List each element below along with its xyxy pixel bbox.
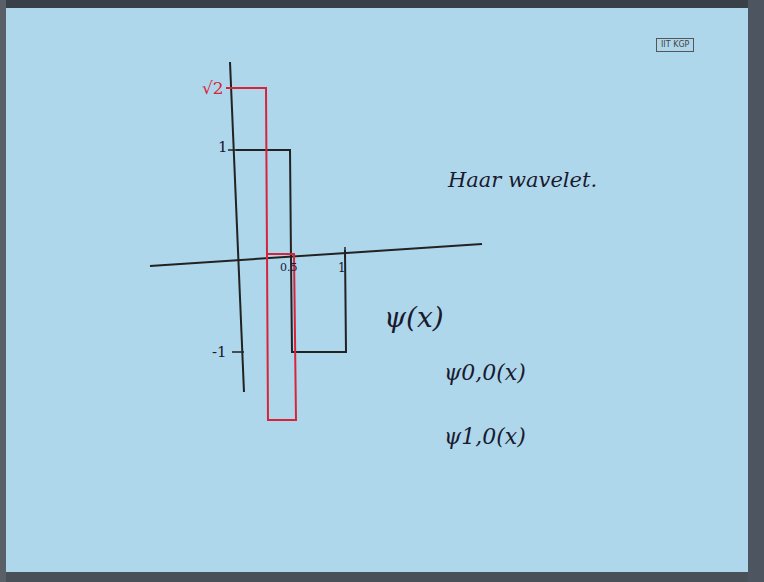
photo-edge	[748, 0, 764, 582]
title-note: Haar wavelet.	[448, 170, 597, 191]
tick	[226, 87, 236, 89]
axis-value: √2	[202, 80, 224, 97]
tick	[232, 351, 244, 353]
scaled-wavelet-curve	[228, 88, 296, 420]
axis-value: -1	[212, 345, 227, 360]
photo-edge	[0, 0, 6, 582]
x-axis	[150, 244, 482, 266]
axis-value: 1	[218, 140, 228, 155]
axis-value: 1	[338, 262, 346, 274]
haar-wavelet-curve	[236, 150, 346, 352]
function-label: ψ0,0(x)	[444, 362, 526, 384]
y-axis	[230, 62, 244, 392]
photo-edge	[0, 0, 764, 8]
logo-text: IIT KGP	[656, 38, 694, 52]
photo-edge	[0, 572, 764, 582]
axis-value: 0.5	[280, 262, 298, 273]
function-label: ψ1,0(x)	[444, 426, 526, 448]
function-label: ψ(x)	[384, 304, 444, 332]
